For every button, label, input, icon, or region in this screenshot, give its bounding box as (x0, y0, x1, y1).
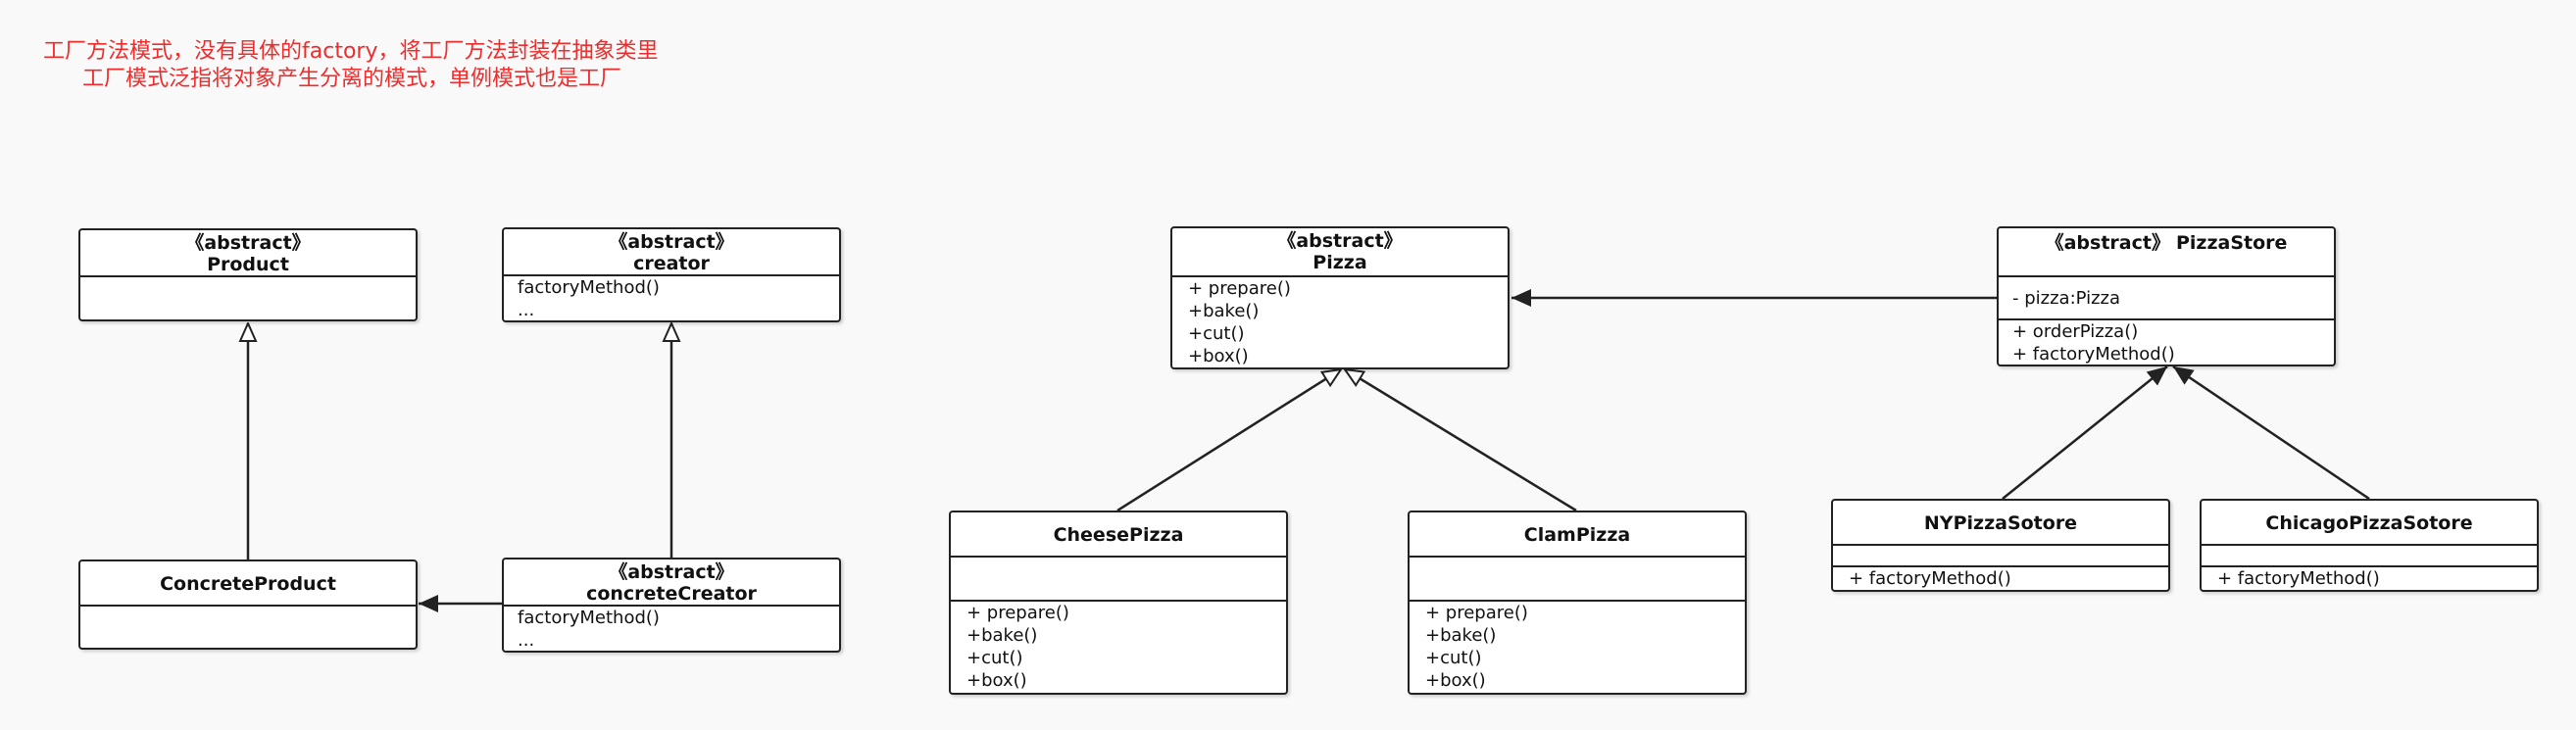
class-header: 《abstract》 Product (80, 230, 416, 277)
stereotype-label: 《abstract》 (1277, 230, 1403, 252)
generalization-cheesepizza-pizza (1116, 369, 1341, 512)
method-item: +cut() (1425, 648, 1482, 668)
class-name: Product (207, 254, 289, 275)
method-item: +bake() (966, 625, 1038, 646)
methods-section: factoryMethod() ... (504, 276, 839, 320)
method-item: ... (518, 630, 535, 651)
class-name: ConcreteProduct (160, 573, 336, 595)
attributes-section (951, 558, 1286, 602)
generalization-clampizza-pizza (1345, 369, 1577, 512)
methods-section: + prepare() +bake() +cut() +box() (1410, 602, 1745, 692)
class-header: NYPizzaSotore (1833, 501, 2168, 546)
note-line-1: 工厂方法模式，没有具体的factory，将工厂方法封装在抽象类里 (43, 39, 659, 64)
class-title: 《abstract》PizzaStore (1999, 232, 2334, 254)
methods-section: + orderPizza() + factoryMethod() (1999, 320, 2334, 365)
class-header: ChicagoPizzaSotore (2202, 501, 2537, 546)
attributes-section: - pizza:Pizza (1999, 277, 2334, 320)
class-chicago-pizza-store[interactable]: ChicagoPizzaSotore + factoryMethod() (2200, 499, 2539, 592)
class-product[interactable]: 《abstract》 Product (78, 228, 418, 321)
class-name: NYPizzaSotore (1923, 512, 2078, 534)
class-creator[interactable]: 《abstract》 creator factoryMethod() ... (502, 227, 841, 322)
attributes-section (80, 277, 416, 319)
method-item: +box() (966, 670, 1027, 691)
class-ny-pizza-store[interactable]: NYPizzaSotore + factoryMethod() (1831, 499, 2170, 592)
class-name: Pizza (1313, 252, 1367, 273)
method-item: ... (518, 300, 535, 320)
method-item: + prepare() (966, 603, 1069, 623)
generalization-chicagostore-pizzastore (2172, 365, 2370, 501)
class-concrete-creator[interactable]: 《abstract》 concreteCreator factoryMethod… (502, 558, 841, 653)
methods-section: + factoryMethod() (2202, 567, 2537, 589)
methods-section: + factoryMethod() (1833, 567, 2168, 589)
attributes-section (1833, 546, 2168, 567)
class-header: 《abstract》 concreteCreator (504, 560, 839, 607)
attributes-section (1410, 558, 1745, 602)
generalization-nystore-pizzastore (2002, 365, 2168, 500)
class-name: concreteCreator (586, 583, 757, 605)
class-header: ClamPizza (1410, 512, 1745, 558)
method-item: factoryMethod() (518, 608, 660, 628)
class-header: CheesePizza (951, 512, 1286, 558)
method-item: +cut() (1188, 323, 1245, 344)
methods-section: factoryMethod() ... (504, 607, 839, 651)
class-concrete-product[interactable]: ConcreteProduct (78, 560, 418, 650)
method-item: +bake() (1425, 625, 1497, 646)
attributes-section (80, 607, 416, 648)
class-header: 《abstract》 creator (504, 229, 839, 276)
method-item: + factoryMethod() (1849, 568, 2011, 589)
stereotype-label: 《abstract》 (185, 232, 311, 254)
stereotype-label: 《abstract》 (609, 231, 734, 253)
attributes-section (2202, 546, 2537, 567)
class-name: CheesePizza (1053, 524, 1184, 546)
class-pizza[interactable]: 《abstract》 Pizza + prepare() +bake() +cu… (1170, 226, 1510, 369)
class-name: PizzaStore (2175, 232, 2288, 254)
class-name: ClamPizza (1523, 524, 1631, 546)
method-item: +cut() (966, 648, 1023, 668)
method-item: +bake() (1188, 301, 1260, 321)
method-item: +box() (1425, 670, 1486, 691)
method-item: + factoryMethod() (2217, 568, 2380, 589)
class-name: creator (633, 253, 710, 274)
attribute-item: - pizza:Pizza (2012, 288, 2121, 309)
methods-section: + prepare() +bake() +cut() +box() (1172, 277, 1508, 367)
note-line-2: 工厂模式泛指将对象产生分离的模式，单例模式也是工厂 (82, 67, 622, 91)
class-clam-pizza[interactable]: ClamPizza + prepare() +bake() +cut() +bo… (1408, 511, 1747, 695)
stereotype-label: 《abstract》 (2045, 232, 2170, 254)
methods-section: + prepare() +bake() +cut() +box() (951, 602, 1286, 692)
method-item: + orderPizza() (2012, 321, 2139, 342)
class-header: 《abstract》PizzaStore (1999, 228, 2334, 277)
method-item: + prepare() (1425, 603, 1528, 623)
method-item: +box() (1188, 346, 1249, 366)
class-cheese-pizza[interactable]: CheesePizza + prepare() +bake() +cut() +… (949, 511, 1288, 695)
class-header: ConcreteProduct (80, 561, 416, 607)
class-name: ChicagoPizzaSotore (2265, 512, 2473, 534)
method-item: factoryMethod() (518, 277, 660, 298)
stereotype-label: 《abstract》 (609, 561, 734, 583)
method-item: + prepare() (1188, 278, 1291, 299)
method-item: + factoryMethod() (2012, 344, 2175, 365)
class-header: 《abstract》 Pizza (1172, 228, 1508, 277)
class-pizza-store[interactable]: 《abstract》PizzaStore - pizza:Pizza + ord… (1997, 226, 2336, 366)
